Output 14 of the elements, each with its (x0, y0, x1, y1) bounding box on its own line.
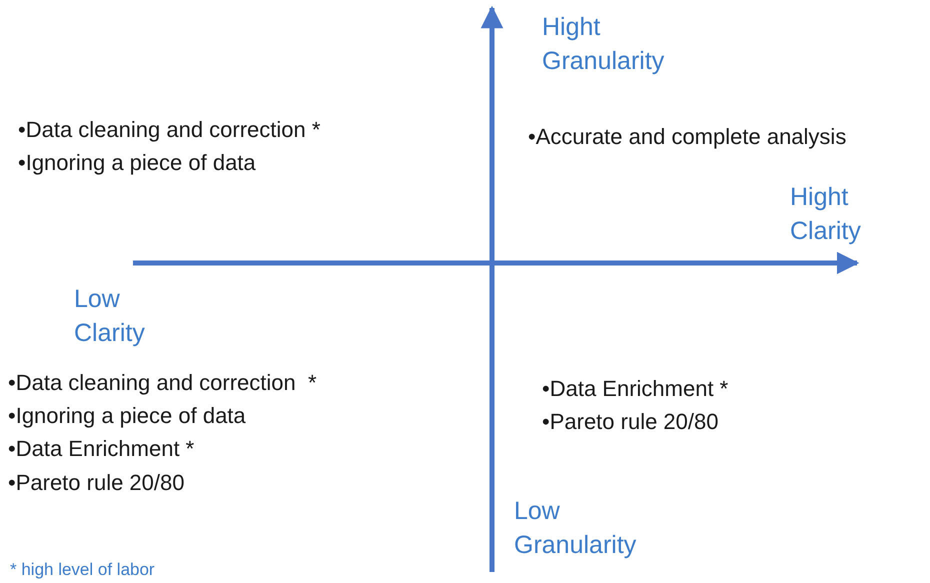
list-item: •Accurate and complete analysis (528, 123, 846, 151)
list-item: •Data cleaning and correction * (8, 369, 317, 397)
list-item: •Pareto rule 20/80 (542, 408, 718, 436)
footnote: * high level of labor (10, 560, 155, 580)
axis-label: Low Clarity (74, 284, 146, 349)
axis-label: Hight Granularity (542, 12, 666, 77)
list-item: •Data Enrichment * (542, 375, 728, 403)
list-item: •Pareto rule 20/80 (8, 469, 184, 497)
axis-label: Low Granularity (514, 496, 638, 561)
list-item: •Data cleaning and correction * (18, 116, 320, 144)
axis-label: Hight Clarity (790, 182, 862, 247)
list-item: •Data Enrichment * (8, 435, 194, 463)
list-item: •Ignoring a piece of data (8, 402, 246, 430)
list-item: •Ignoring a piece of data (18, 149, 256, 177)
